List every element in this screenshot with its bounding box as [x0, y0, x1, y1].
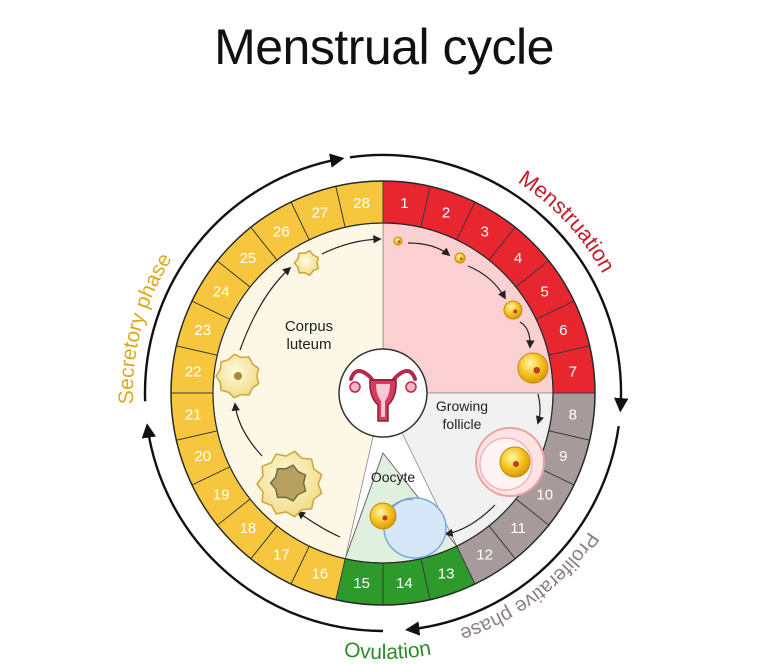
day-number: 24 — [213, 283, 230, 300]
label-oocyte: Oocyte — [371, 469, 416, 485]
follicle — [503, 300, 523, 320]
day-number: 15 — [353, 575, 370, 592]
corpus-luteum-small — [293, 249, 320, 277]
follicle — [454, 252, 466, 264]
ring-inner-outline — [212, 222, 554, 564]
day-number: 9 — [559, 448, 567, 465]
phase-label-ovulation: Ovulation — [343, 637, 433, 664]
process-arrow — [535, 393, 544, 425]
day-number: 18 — [240, 520, 257, 537]
day-number: 11 — [510, 520, 526, 537]
day-number: 6 — [559, 322, 567, 339]
ring-outline — [170, 180, 596, 606]
day-number: 3 — [480, 223, 488, 240]
oocyte-cell — [383, 497, 447, 559]
process-arrow — [239, 266, 292, 351]
page-title: Menstrual cycle — [214, 19, 554, 75]
day-number: 27 — [312, 205, 329, 222]
day-number: 28 — [353, 195, 370, 212]
cycle-arrow — [405, 425, 620, 636]
follicle — [517, 352, 549, 384]
day-number: 21 — [185, 406, 202, 423]
day-number: 25 — [240, 250, 257, 267]
process-arrow — [231, 402, 263, 457]
day-number: 8 — [569, 406, 577, 423]
day-number: 19 — [213, 487, 230, 504]
process-arrow — [321, 235, 382, 255]
day-number: 1 — [400, 195, 408, 212]
day-number: 14 — [396, 575, 413, 592]
corpus-luteum-core — [269, 464, 307, 502]
day-number: 7 — [569, 364, 577, 381]
process-arrow — [444, 504, 496, 538]
day-number: 5 — [541, 283, 549, 300]
day-number: 26 — [273, 223, 290, 240]
day-number: 13 — [438, 565, 455, 582]
day-number: 12 — [476, 547, 493, 564]
day-number: 2 — [442, 205, 450, 222]
day-number: 17 — [273, 547, 290, 564]
day-number: 10 — [536, 487, 553, 504]
day-number: 16 — [312, 565, 329, 582]
process-arrow — [296, 511, 341, 538]
day-number: 22 — [185, 364, 202, 381]
day-number: 23 — [194, 322, 211, 339]
process-arrow — [407, 242, 451, 257]
cycle-arrow — [349, 153, 629, 413]
cycle-arrow — [141, 423, 384, 633]
oocyte-egg — [369, 502, 397, 530]
uterus-icon — [349, 369, 417, 422]
cycle-arrow — [143, 153, 345, 402]
process-arrow — [519, 321, 535, 349]
day-number: 20 — [194, 448, 211, 465]
process-arrow — [467, 265, 506, 300]
day-number: 4 — [514, 250, 522, 267]
